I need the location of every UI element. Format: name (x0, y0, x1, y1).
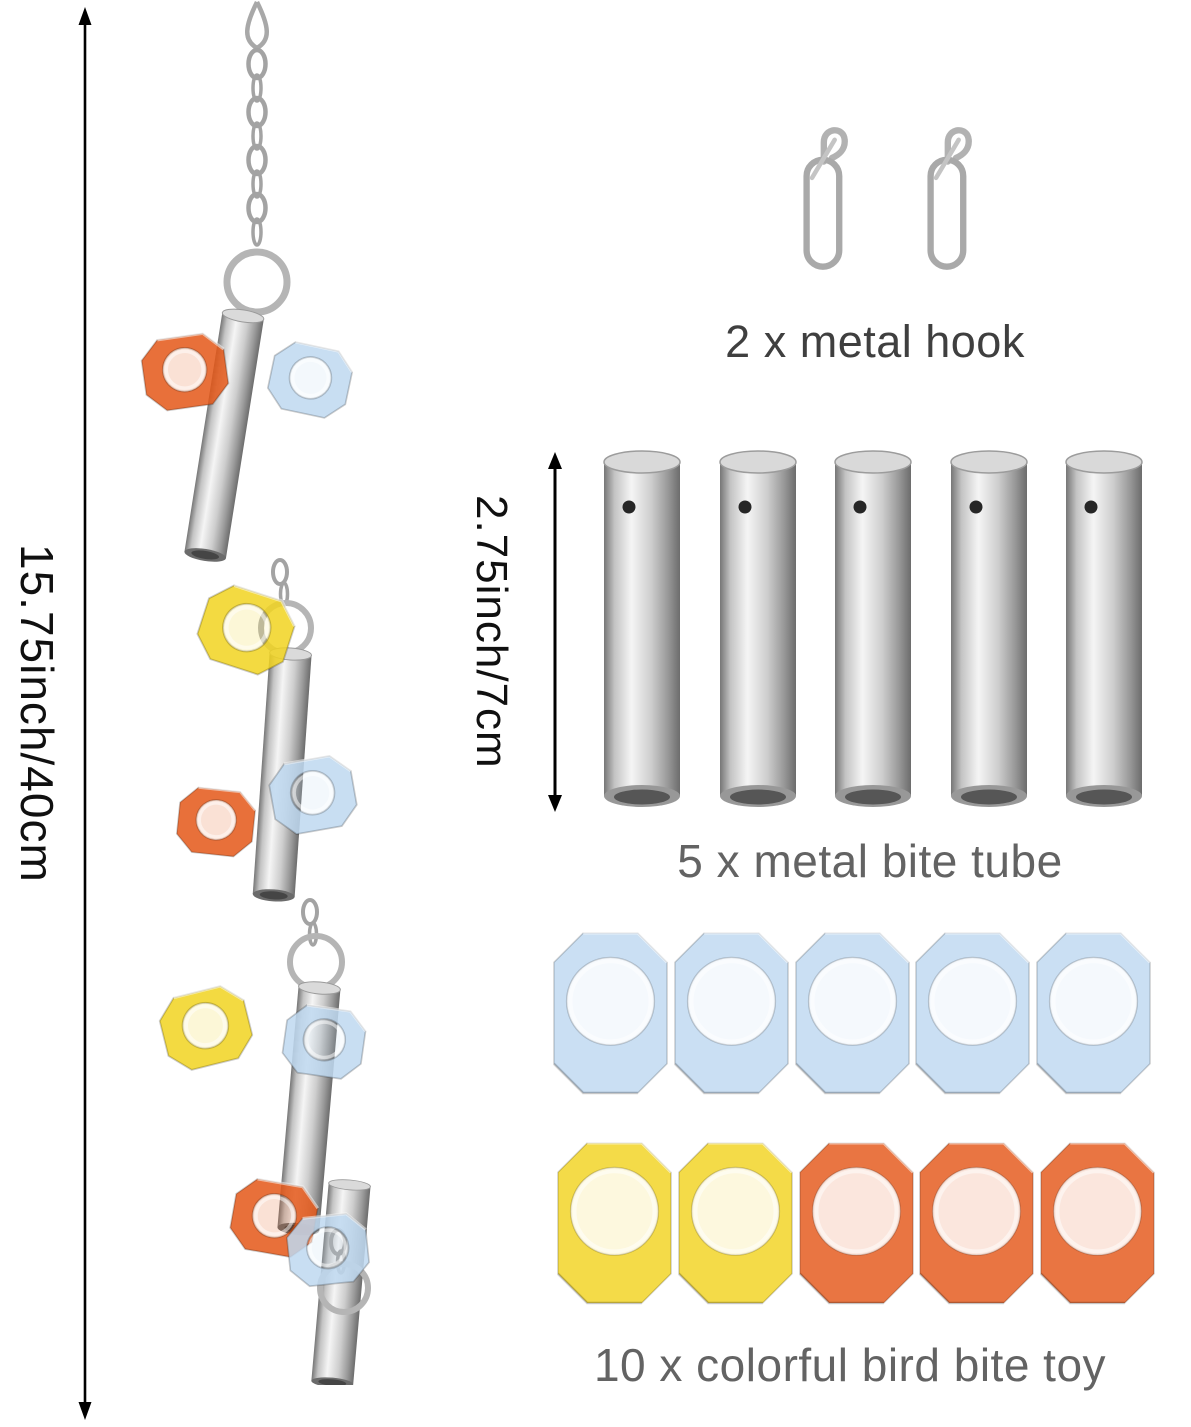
hooks-caption: 2 x metal hook (725, 316, 1025, 367)
toy-height-label: 15.75inch/40cm (11, 544, 63, 883)
hanging-chain (246, 47, 268, 247)
bite-toy-ring-orange (919, 1141, 1035, 1305)
metal-hook (927, 127, 972, 270)
metal-bite-tube (949, 450, 1028, 807)
tube-length-label: 2.75inch/7cm (467, 495, 516, 769)
acrylic-gem-orange (173, 784, 259, 860)
toy-height-arrow (74, 7, 96, 1425)
metal-hook (803, 127, 848, 270)
bite-toy-ring-blue (1035, 931, 1152, 1095)
bite-toy-ring-yellow (677, 1141, 793, 1305)
vertical-double-arrow-icon (548, 452, 562, 812)
bite-toy-ring-blue (915, 931, 1031, 1095)
vertical-double-arrow-icon (78, 7, 92, 1420)
bite-toy-ring-yellow (556, 1141, 673, 1305)
bite-toy-ring-blue (552, 931, 669, 1095)
rings-row-1 (552, 930, 1152, 1096)
acrylic-gem-blue (262, 336, 358, 424)
metal-bite-tube (834, 450, 912, 807)
bite-toy-ring-blue (673, 931, 789, 1095)
metal-tubes-group (603, 450, 1143, 808)
split-ring (223, 248, 291, 316)
metal-hooks-group (793, 110, 975, 282)
metal-bite-tube (718, 450, 797, 807)
tubes-caption: 5 x metal bite tube (677, 835, 1063, 887)
bite-toy-ring-blue (794, 931, 910, 1095)
top-clip (245, 0, 269, 51)
acrylic-gem-blue (283, 1210, 373, 1290)
rings-row-2 (556, 1140, 1156, 1306)
acrylic-gem-yellow (153, 979, 259, 1077)
metal-bite-tube (1065, 450, 1143, 807)
metal-bite-tube (603, 450, 681, 807)
bite-toy-ring-orange (1039, 1141, 1156, 1305)
tube-length-arrow (544, 452, 566, 817)
bite-toy-ring-orange (798, 1141, 914, 1305)
hanging-bird-toy (137, 0, 373, 1385)
rings-caption: 10 x colorful bird bite toy (593, 1339, 1107, 1391)
